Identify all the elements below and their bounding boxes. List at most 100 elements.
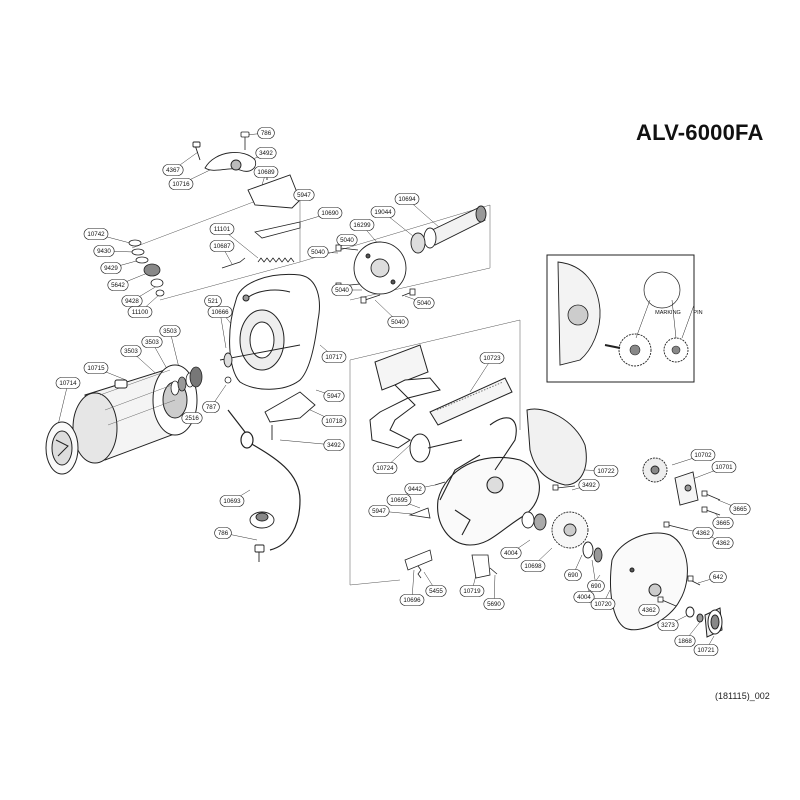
inset-marking-label: MARKING bbox=[655, 310, 681, 316]
part-number-text: 4362 bbox=[716, 540, 730, 547]
part-label-bubble bbox=[590, 598, 616, 610]
part-number-text: 3665 bbox=[733, 506, 747, 513]
part-label-bubble bbox=[257, 127, 275, 139]
part-number-text: 4004 bbox=[577, 594, 591, 601]
part-label-bubble bbox=[690, 449, 716, 461]
part-number-text: 19044 bbox=[374, 209, 392, 216]
part-number-text: 5947 bbox=[372, 508, 386, 515]
part-label-5040: 5040 bbox=[307, 246, 329, 258]
part-label-19044: 19044 bbox=[370, 206, 396, 218]
part-number-text: 5040 bbox=[335, 287, 349, 294]
oscillating-gear-part bbox=[642, 457, 699, 506]
part-label-bubble bbox=[573, 591, 595, 603]
part-label-5040: 5040 bbox=[387, 316, 409, 328]
part-number-text: 787 bbox=[206, 404, 217, 411]
part-label-10696: 10696 bbox=[399, 594, 425, 606]
part-label-bubble bbox=[399, 594, 425, 606]
part-label-bubble bbox=[162, 164, 184, 176]
part-label-10719: 10719 bbox=[459, 585, 485, 597]
part-label-5040: 5040 bbox=[331, 284, 353, 296]
part-label-bubble bbox=[564, 569, 582, 581]
part-label-3492: 3492 bbox=[323, 439, 345, 451]
part-number-text: 10721 bbox=[697, 647, 715, 654]
part-number-text: 10722 bbox=[597, 468, 615, 475]
part-label-bubble bbox=[168, 178, 194, 190]
part-label-bubble bbox=[214, 527, 232, 539]
part-label-4004: 4004 bbox=[500, 547, 522, 559]
part-label-bubble bbox=[209, 223, 235, 235]
part-label-bubble bbox=[657, 619, 679, 631]
screw-part-top bbox=[240, 131, 250, 150]
part-number-text: 690 bbox=[591, 583, 602, 590]
part-label-bubble bbox=[83, 228, 109, 240]
part-number-text: 10720 bbox=[594, 601, 612, 608]
part-label-bubble bbox=[386, 494, 412, 506]
part-label-bubble bbox=[293, 189, 315, 201]
part-label-3503: 3503 bbox=[159, 325, 181, 337]
part-label-5947: 5947 bbox=[293, 189, 315, 201]
part-label-10724: 10724 bbox=[372, 462, 398, 474]
part-label-10694: 10694 bbox=[394, 193, 420, 205]
part-label-3665: 3665 bbox=[712, 517, 734, 529]
part-label-10666: 10666 bbox=[207, 306, 233, 318]
part-number-text: 10718 bbox=[325, 418, 343, 425]
part-label-3503: 3503 bbox=[141, 336, 163, 348]
part-label-521: 521 bbox=[204, 295, 222, 307]
part-number-text: 10695 bbox=[390, 497, 408, 504]
part-number-text: 3665 bbox=[716, 520, 730, 527]
part-number-text: 5455 bbox=[429, 588, 443, 595]
part-number-text: 10719 bbox=[463, 588, 481, 595]
part-number-text: 690 bbox=[568, 572, 579, 579]
part-label-787: 787 bbox=[202, 401, 220, 413]
part-label-bubble bbox=[709, 571, 727, 583]
part-label-bubble bbox=[413, 297, 435, 309]
shaft-part bbox=[219, 344, 301, 368]
handle-knob-part bbox=[429, 377, 513, 426]
part-label-bubble bbox=[83, 362, 109, 374]
part-label-5040: 5040 bbox=[336, 234, 358, 246]
part-label-690: 690 bbox=[564, 569, 582, 581]
part-label-bubble bbox=[368, 505, 390, 517]
part-label-bubble bbox=[578, 479, 600, 491]
part-label-bubble bbox=[394, 193, 420, 205]
part-number-text: 4004 bbox=[504, 550, 518, 557]
part-label-bubble bbox=[255, 147, 277, 159]
part-label-bubble bbox=[323, 439, 345, 451]
part-label-bubble bbox=[693, 644, 719, 656]
part-label-bubble bbox=[387, 316, 409, 328]
part-label-16299: 16299 bbox=[349, 219, 375, 231]
part-label-bubble bbox=[321, 351, 347, 363]
part-label-642: 642 bbox=[709, 571, 727, 583]
part-number-text: 5642 bbox=[111, 282, 125, 289]
handle-part bbox=[369, 344, 463, 463]
part-number-text: 10689 bbox=[257, 169, 275, 176]
part-number-text: 10693 bbox=[223, 498, 241, 505]
part-label-10701: 10701 bbox=[711, 461, 737, 473]
part-number-text: 10696 bbox=[403, 597, 421, 604]
part-label-10723: 10723 bbox=[479, 352, 505, 364]
part-number-text: 10690 bbox=[321, 210, 339, 217]
part-label-bubble bbox=[479, 352, 505, 364]
part-label-bubble bbox=[729, 503, 751, 515]
part-label-9430: 9430 bbox=[93, 245, 115, 257]
part-label-bubble bbox=[370, 206, 396, 218]
part-number-text: 5947 bbox=[297, 192, 311, 199]
part-label-5040: 5040 bbox=[413, 297, 435, 309]
part-label-bubble bbox=[141, 336, 163, 348]
part-label-10722: 10722 bbox=[593, 465, 619, 477]
inset-detail: MARKING PIN bbox=[546, 254, 703, 383]
part-label-2516: 2516 bbox=[181, 412, 203, 424]
part-label-10717: 10717 bbox=[321, 351, 347, 363]
bail-holder-part bbox=[249, 511, 275, 562]
part-label-11101: 11101 bbox=[209, 223, 235, 235]
side-plate-part bbox=[610, 532, 688, 631]
part-label-bubble bbox=[712, 537, 734, 549]
bail-support-part bbox=[264, 391, 316, 440]
part-label-bubble bbox=[459, 585, 485, 597]
part-number-text: 10724 bbox=[376, 465, 394, 472]
part-label-10687: 10687 bbox=[209, 240, 235, 252]
part-number-text: 521 bbox=[208, 298, 219, 305]
part-number-text: 5040 bbox=[417, 300, 431, 307]
part-label-10721: 10721 bbox=[693, 644, 719, 656]
part-number-text: 10694 bbox=[398, 196, 416, 203]
